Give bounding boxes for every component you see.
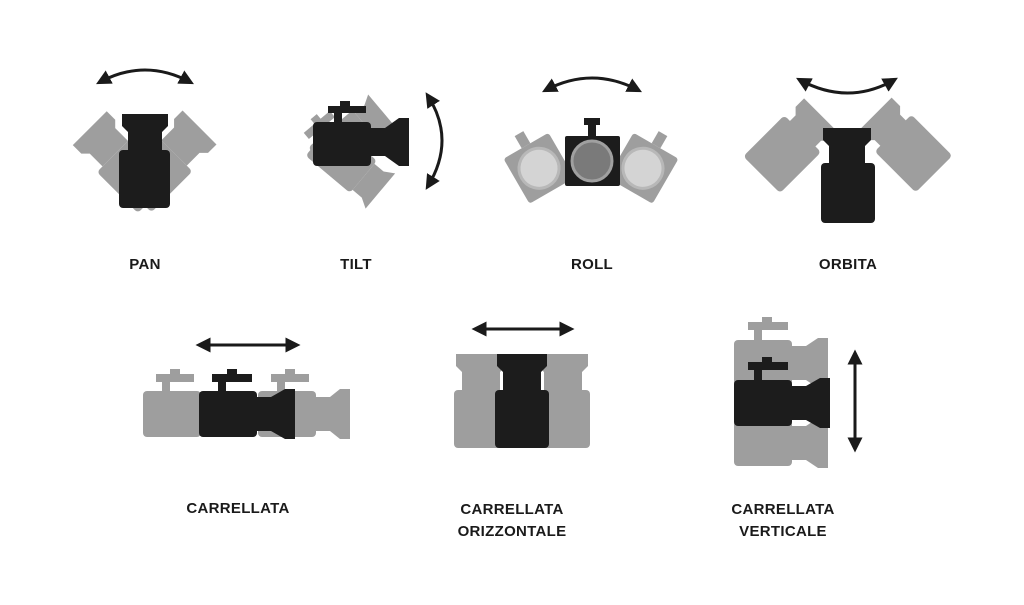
carrellata-verticale-camera	[734, 357, 830, 428]
orbita-camera	[821, 128, 875, 223]
carrellata-orizzontale-camera	[495, 354, 549, 448]
pan-illustration	[71, 68, 218, 214]
carrellata-orizzontale-camera-ghost-right	[536, 354, 590, 448]
roll-label: ROLL	[552, 254, 632, 276]
carrellata-verticale-illustration	[734, 317, 863, 468]
carrellata-label-text: CARRELLATA	[186, 500, 290, 517]
carrellata-orizzontale-label: CARRELLATA ORIZZONTALE	[437, 499, 587, 543]
pan-arrow	[96, 68, 194, 85]
carrellata-verticale-camera-ghost-top	[734, 317, 828, 388]
orbita-illustration	[744, 77, 951, 223]
roll-camera-ghost-left	[504, 131, 574, 203]
tilt-illustration	[303, 92, 444, 209]
roll-arrow	[542, 76, 642, 93]
carrellata-orizzontale-label-line2: ORIZZONTALE	[457, 523, 567, 540]
carrellata-verticale-camera-ghost-bottom	[734, 404, 828, 468]
carrellata-verticale-label: CARRELLATA VERTICALE	[708, 499, 858, 543]
roll-camera	[565, 118, 620, 186]
tilt-label-text: TILT	[340, 256, 372, 273]
carrellata-orizzontale-illustration	[454, 321, 590, 448]
orbita-label-text: ORBITA	[818, 256, 878, 273]
carrellata-orizzontale-camera-ghost-left	[454, 354, 508, 448]
tilt-camera	[313, 101, 409, 166]
carrellata-illustration	[143, 337, 350, 439]
pan-label: PAN	[105, 254, 185, 276]
orbita-arrow	[796, 77, 898, 95]
roll-illustration	[504, 76, 678, 203]
carrellata-label: CARRELLATA	[168, 498, 308, 520]
carrellata-orizzontale-label-line1: CARRELLATA	[460, 501, 564, 518]
roll-camera-ghost-right	[608, 131, 678, 203]
carrellata-verticale-label-line1: CARRELLATA	[731, 501, 835, 518]
carrellata-verticale-label-line2: VERTICALE	[739, 523, 827, 540]
carrellata-camera-ghost-left	[143, 369, 201, 437]
orbita-label: ORBITA	[798, 254, 898, 276]
pan-label-text: PAN	[129, 256, 161, 273]
roll-label-text: ROLL	[570, 256, 614, 273]
tilt-label: TILT	[316, 254, 396, 276]
tilt-arrow	[425, 92, 444, 190]
carrellata-camera	[199, 369, 295, 439]
pan-camera	[119, 114, 170, 208]
